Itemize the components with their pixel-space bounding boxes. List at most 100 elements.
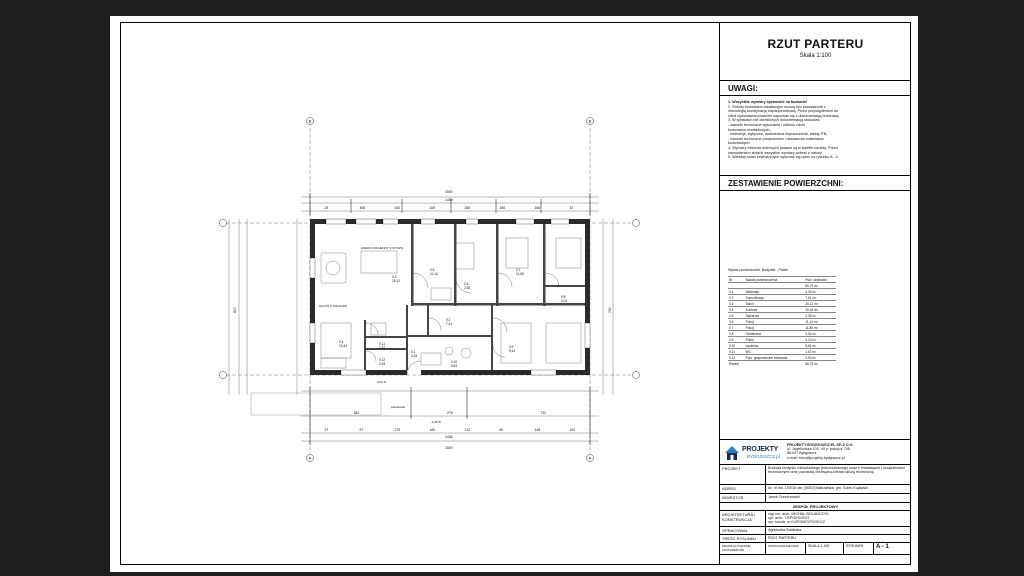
arch-label: ARCHITEKTURA I KONSTRUKCJA [720, 511, 766, 526]
cell-name: Pokój [744, 336, 805, 343]
note-line: zamówieniem stolarki wszystkie wymiary p… [728, 150, 823, 155]
opracowanie-label: OPRACOWANIE DNIA [766, 543, 806, 554]
cell-name: Garderoba [744, 330, 805, 337]
note-line: budowlano-montażowych, [728, 127, 771, 132]
cell-name: WC [744, 348, 805, 355]
dim-label: 160 [430, 428, 436, 432]
note-line: 4. Wymiary otworów okiennych podane są w… [728, 145, 838, 150]
note-line: równoległą koordynacją międzybranżową. P… [728, 109, 839, 114]
dim-label: 255 [465, 206, 471, 210]
note-line: 3. W sprawach nie określonych dokumentac… [728, 118, 821, 123]
logo-sub: BYDGOSZCZ.pl [747, 454, 780, 459]
company-line: ul. Jagiellońska 103, VII p. pokój nr 70… [787, 447, 851, 452]
company-line: 85-027 Bydgoszcz [787, 451, 817, 456]
cell-nr: 0.11 [728, 348, 745, 355]
arch-line: upr. arch. 7/KPOKK/2022 [768, 516, 810, 521]
cell-area: 9,14 m² [804, 336, 836, 343]
room-id: 0.8 [561, 295, 566, 299]
dim-label: 180 [500, 206, 506, 210]
col-area: Pow. użytkowa [804, 276, 836, 283]
cell-area: 1,57 m² [804, 348, 836, 355]
total-row: Razem 86,79 m² [728, 360, 836, 366]
title-block: RZUT PARTERU Skala 1:100 [720, 23, 911, 81]
cell-nr: 0.8 [728, 330, 745, 337]
dim-label: 60 [500, 428, 504, 432]
level-02: -0,30 B [431, 420, 441, 424]
total-value: 86,79 m² [804, 360, 836, 366]
area-schedule: Wykaz pomieszczeń: Budynek - Parter Nr N… [728, 268, 836, 366]
cell-area: 25,12 m² [804, 300, 836, 307]
note-line: 5. Warstwy ścian zewnętrznych wykonać wg… [728, 155, 839, 160]
cell-area: 6,81 m² [804, 342, 836, 349]
room-id: 0.11 [379, 342, 385, 346]
company-address: PROJEKTY BYDGOSZCZ.PL SP. Z O.O.ul. Jagi… [787, 443, 854, 460]
cell-nr: 0.5 [728, 312, 745, 319]
floor-plan: 0.325,12 0.410,44 0.611,14 0.52,36 0.711… [219, 117, 640, 462]
dim-label: 160 [395, 206, 401, 210]
dim-label: 102 [570, 428, 576, 432]
dim-label: 732 [540, 411, 546, 415]
cell-nr: 0.3 [728, 300, 745, 307]
cell-area: 4,34 m² [804, 288, 836, 295]
drawing-title: RZUT PARTERU [767, 37, 864, 51]
prawa-label: PRAWA AUTORSKIE ZASTRZEŻONE [720, 543, 766, 554]
room-id: 0.6 [430, 268, 435, 272]
note-line: 1. Wszystkie wymiary sprawdzić na budowi… [728, 100, 808, 104]
cell-nr: 0.2 [728, 294, 745, 301]
room-id: 0.1 [411, 350, 416, 354]
col-nr: Nr [728, 276, 745, 283]
logo-name: PROJEKTY [742, 446, 779, 453]
room-id: 0.3 [392, 275, 397, 279]
rysunek-value: A - 1 [876, 544, 889, 550]
room-id: 0.12 [379, 358, 385, 362]
dim-label: 275 [395, 428, 401, 432]
cell-name: Spiżarnia [744, 312, 805, 319]
room-id: 0.9 [509, 345, 514, 349]
dim-overall-width-bottom: 1500 [445, 446, 453, 450]
room-area: 10,44 [339, 344, 347, 348]
room-id: 0.5 [464, 282, 469, 286]
dim-inner-width: 1436 [445, 198, 453, 202]
cell-name: Łazienka [744, 342, 805, 349]
note-line: - instrukcje, wytyczne, świadectwa dopus… [728, 132, 828, 137]
company-logo: PROJEKTY BYDGOSZCZ.pl [723, 444, 785, 462]
room-area: 2,93 [379, 362, 385, 366]
project-info: PROJEKT Budowa budynku mieszkalnego jedn… [720, 465, 911, 555]
table-header-row: Nr Nazwa pomieszczenia Pow. użytkowa [728, 276, 836, 283]
cell-name: Komunikacja [744, 294, 805, 301]
dim-label: 406 [360, 206, 366, 210]
projekt-value: Budowa budynku mieszkalnego jednorodzinn… [768, 466, 905, 475]
cell-name: Kuchnia [744, 306, 805, 313]
room-area: 9,14 [509, 349, 515, 353]
dim-left-total: 800 [233, 307, 237, 313]
room-id: 0.4 [339, 340, 344, 344]
room-id: 0.2 [446, 318, 451, 322]
cell-nr: 0.10 [728, 342, 745, 349]
note-line: robót wykonawca powinien zapoznać się z … [728, 113, 840, 118]
cell-area: 7,61 m² [804, 294, 836, 301]
total-label: Razem [728, 360, 745, 366]
opracowal-label: OPRACOWAŁ [720, 527, 766, 534]
notes-heading: UWAGI: [720, 81, 911, 96]
projekt-row: PROJEKT Budowa budynku mieszkalnego jedn… [720, 465, 911, 485]
cell-name: Pom. gospodarcze/ kotłownia [744, 354, 805, 361]
table-row: 86,79 m² [728, 282, 836, 289]
room-area: 2,36 [464, 286, 470, 290]
footer-row: PRAWA AUTORSKIE ZASTRZEŻONE OPRACOWANIE … [720, 543, 911, 555]
info-panel: RZUT PARTERU Skala 1:100 UWAGI: 1. Wszys… [719, 23, 911, 564]
dim-label: 27 [325, 428, 329, 432]
dim-label: 351 [354, 411, 360, 415]
room-area: 6,81 [451, 364, 457, 368]
